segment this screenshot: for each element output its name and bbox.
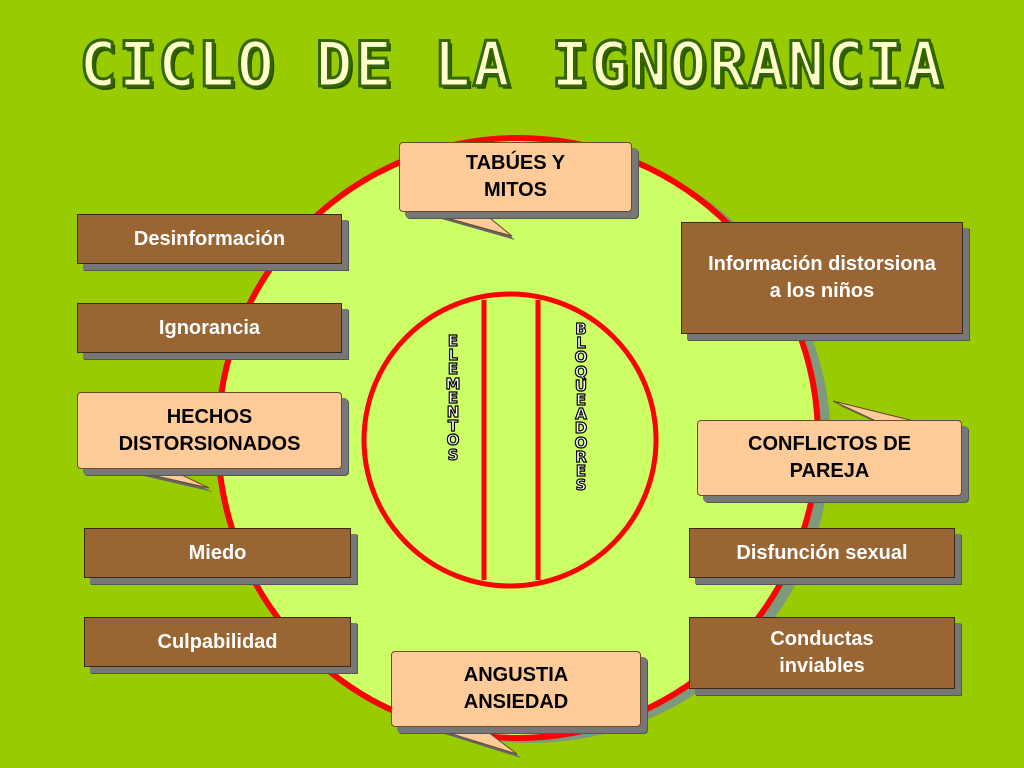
vertical-letter: U	[574, 376, 588, 395]
vertical-letter: E	[575, 462, 587, 481]
disfuncion-sexual-box: Disfunción sexual	[689, 528, 955, 578]
vertical-letter: M	[445, 374, 461, 393]
vertical-letter: B	[575, 320, 588, 338]
desinformacion-box: Desinformación	[77, 214, 342, 264]
inner-circle	[361, 291, 659, 589]
tabues-mitos-callout: TABÚES Y MITOS	[399, 142, 632, 212]
bottom-callout-tail-shadow	[432, 730, 521, 758]
vertical-letter: E	[575, 391, 587, 410]
vertical-letter: Q	[574, 362, 588, 381]
conflictos-pareja-callout: CONFLICTOS DE PAREJA	[697, 420, 962, 496]
vertical-letter: E	[447, 332, 459, 350]
vertical-letter: E	[447, 360, 459, 379]
vertical-letter: T	[447, 417, 459, 436]
hechos-callout-tail	[111, 465, 210, 489]
vertical-letter: A	[575, 405, 588, 424]
vertical-letter: O	[446, 431, 460, 450]
vertical-letter: D	[574, 419, 588, 438]
vertical-letter: S	[575, 476, 587, 495]
ignorancia-box: Ignorancia	[77, 303, 342, 353]
hechos-distorsionados-callout: HECHOS DISTORSIONADOS	[77, 392, 342, 469]
informacion-distorsiona-box: Información distorsiona a los niños	[681, 222, 963, 334]
vertical-letter: S	[447, 445, 459, 464]
conductas-inviables-box: Conductas inviables	[689, 617, 955, 689]
diagram-title: CICLO DE LA IGNORANCIA	[78, 27, 945, 103]
vertical-letter: L	[448, 346, 459, 365]
conflictos-callout-tail	[832, 400, 915, 422]
vertical-letter: L	[576, 334, 587, 353]
vertical-letter: R	[575, 447, 588, 466]
vertical-letter: N	[446, 403, 460, 422]
hechos-callout-tail-shadow	[118, 470, 213, 492]
vertical-letter: E	[447, 388, 459, 407]
miedo-box: Miedo	[84, 528, 351, 578]
vertical-letter: O	[574, 433, 588, 452]
culpabilidad-box: Culpabilidad	[84, 617, 351, 667]
angustia-ansiedad-callout: ANGUSTIA ANSIEDAD	[391, 651, 641, 727]
vertical-letter: O	[574, 348, 588, 367]
top-callout-tail-shadow	[424, 212, 515, 240]
